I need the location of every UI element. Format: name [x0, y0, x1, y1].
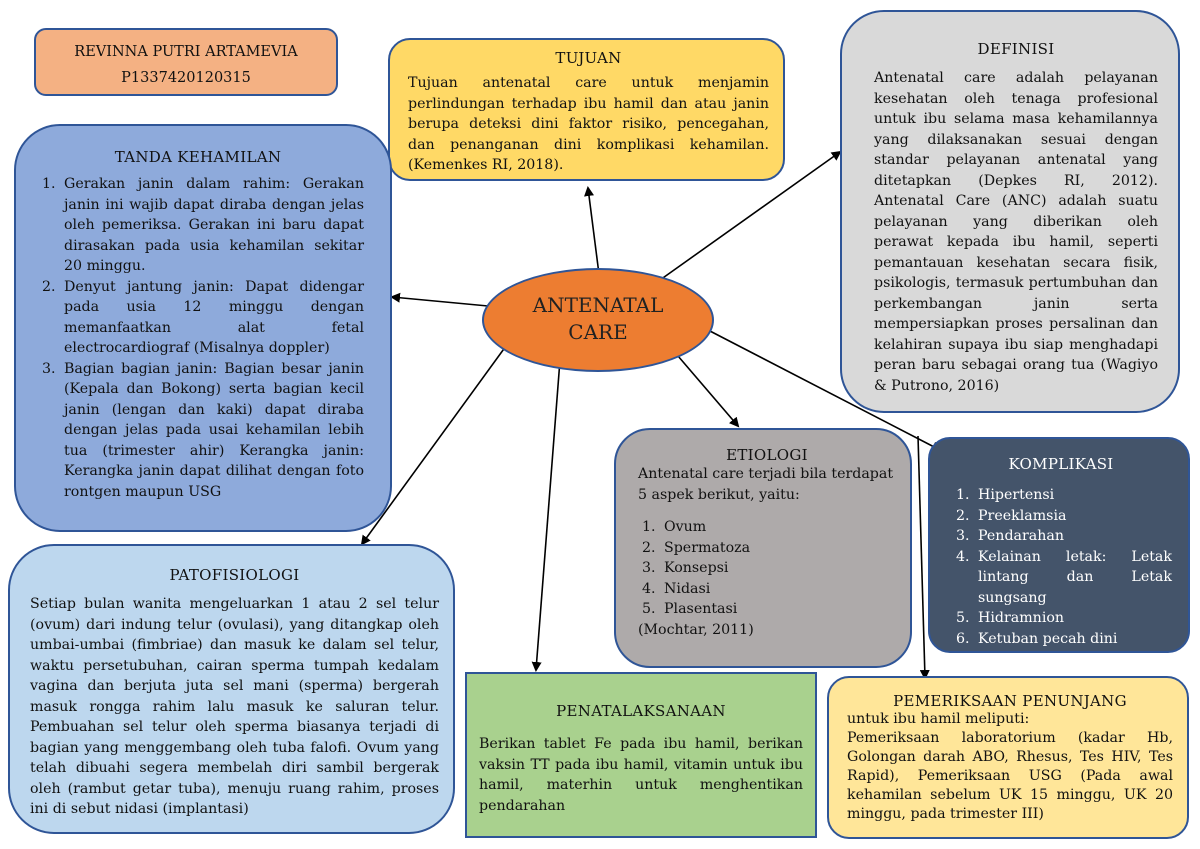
penatalaksanaan-text: Berikan tablet Fe pada ibu hamil, berika…	[479, 736, 803, 814]
etiologi-item-5: Plasentasi	[660, 599, 896, 620]
komplikasi-item-3: Pendarahan	[974, 526, 1172, 547]
penatalaksanaan-box: PENATALAKSANAAN Berikan tablet Fe pada i…	[465, 672, 817, 838]
komplikasi-item-1: Hipertensi	[974, 485, 1172, 506]
center-line-2: CARE	[568, 320, 628, 344]
pemeriksaan-title: PEMERIKSAAN PENUNJANG	[893, 692, 1127, 710]
pemeriksaan-intro: untuk ibu hamil meliputi:	[847, 711, 1030, 727]
arrow-to-komplikasi	[707, 329, 942, 451]
tujuan-box: TUJUAN Tujuan antenatal care untuk menja…	[388, 38, 785, 181]
definisi-box: DEFINISI Antenatal care adalah pelayanan…	[840, 10, 1180, 413]
komplikasi-list: Hipertensi Preeklamsia Pendarahan Kelain…	[950, 485, 1172, 649]
center-line-1: ANTENATAL	[532, 293, 664, 317]
tujuan-title: TUJUAN	[555, 49, 622, 67]
komplikasi-item-4: Kelainan letak: Letak lintang dan Letak …	[974, 547, 1172, 609]
patofisiologi-title: PATOFISIOLOGI	[169, 566, 300, 584]
arrow-to-definisi	[659, 150, 842, 281]
penatalaksanaan-title: PENATALAKSANAAN	[556, 702, 726, 720]
arrow-to-pemeriksaan	[917, 435, 930, 680]
komplikasi-title: KOMPLIKASI	[1008, 455, 1114, 473]
etiologi-title: ETIOLOGI	[726, 446, 808, 464]
etiologi-source: (Mochtar, 2011)	[638, 621, 754, 638]
arrow-to-tujuan	[584, 186, 601, 283]
definisi-title: DEFINISI	[977, 40, 1055, 58]
tanda-item-2: Denyut jantung janin: Dapat didengar pad…	[60, 277, 364, 359]
etiologi-box: ETIOLOGI Antenatal care terjadi bila ter…	[614, 428, 912, 668]
arrow-to-patofisiologi	[360, 345, 507, 546]
etiologi-item-4: Nidasi	[660, 579, 896, 600]
arrow-to-penatalaksanaan	[531, 359, 561, 672]
patofisiologi-text: Setiap bulan wanita mengeluarkan 1 atau …	[30, 596, 439, 817]
tujuan-text: Tujuan antenatal care untuk menjamin per…	[408, 75, 769, 173]
definisi-text: Antenatal care adalah pelayanan kesehata…	[874, 70, 1158, 394]
tanda-kehamilan-box: TANDA KEHAMILAN Gerakan janin dalam rahi…	[14, 124, 392, 532]
patofisiologi-box: PATOFISIOLOGI Setiap bulan wanita mengel…	[8, 544, 455, 834]
author-name: REVINNA PUTRI ARTAMEVIA	[74, 44, 298, 60]
center-node: ANTENATAL CARE	[482, 268, 714, 372]
tanda-item-3: Bagian bagian janin: Bagian besar janin …	[60, 359, 364, 503]
etiologi-item-2: Spermatoza	[660, 538, 896, 559]
tanda-list: Gerakan janin dalam rahim: Gerakan janin…	[32, 174, 364, 502]
etiologi-intro: Antenatal care terjadi bila terdapat 5 a…	[638, 466, 894, 503]
author-id: P1337420120315	[121, 70, 251, 86]
pemeriksaan-penunjang-box: PEMERIKSAAN PENUNJANG untuk ibu hamil me…	[827, 676, 1189, 839]
komplikasi-item-2: Preeklamsia	[974, 506, 1172, 527]
tanda-item-1: Gerakan janin dalam rahim: Gerakan janin…	[60, 174, 364, 277]
arrow-to-tanda	[390, 292, 489, 307]
komplikasi-box: KOMPLIKASI Hipertensi Preeklamsia Pendar…	[928, 437, 1190, 653]
komplikasi-item-6: Ketuban pecah dini	[974, 629, 1172, 650]
etiologi-list: Ovum Spermatoza Konsepsi Nidasi Plasenta…	[638, 517, 896, 620]
komplikasi-item-5: Hidramnion	[974, 608, 1172, 629]
arrow-to-etiologi	[677, 355, 740, 428]
pemeriksaan-text: Pemeriksaan laboratorium (kadar Hb, Golo…	[847, 730, 1173, 822]
tanda-title: TANDA KEHAMILAN	[114, 148, 282, 166]
etiologi-item-3: Konsepsi	[660, 558, 896, 579]
etiologi-item-1: Ovum	[660, 517, 896, 538]
author-box: REVINNA PUTRI ARTAMEVIA P1337420120315	[34, 28, 338, 96]
